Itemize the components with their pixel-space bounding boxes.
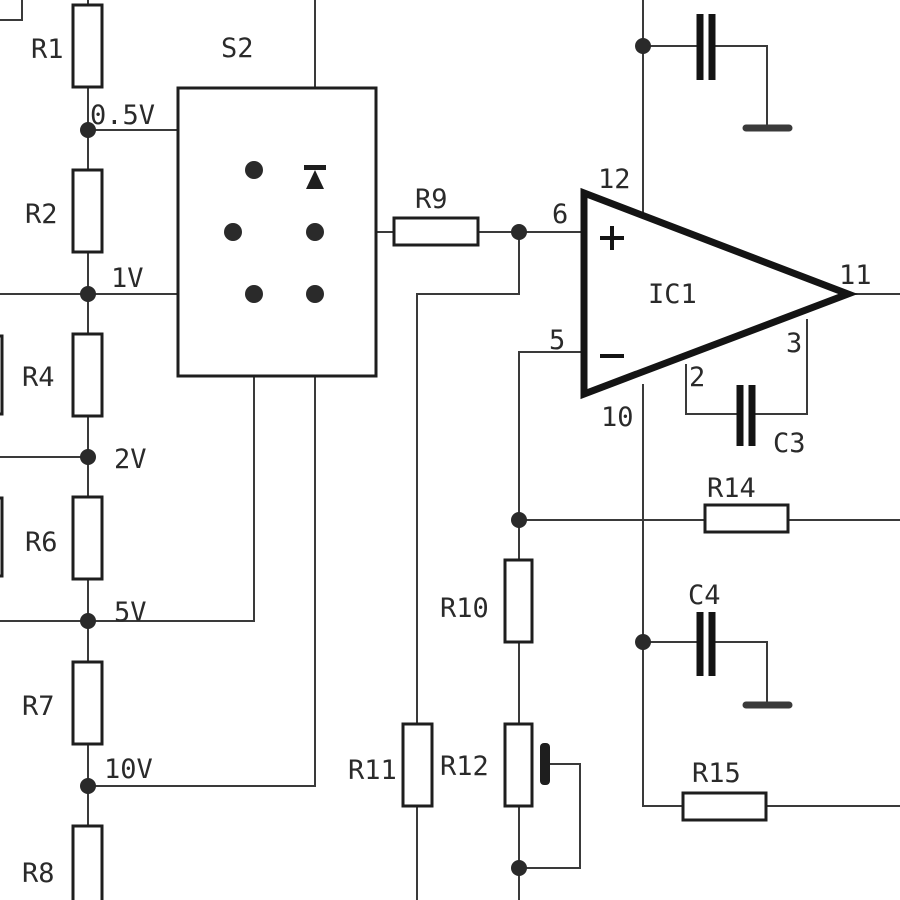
junctions	[80, 38, 651, 876]
resistor-r2	[71, 168, 104, 254]
label-r1: R1	[31, 34, 64, 65]
label-r2: R2	[25, 199, 58, 230]
resistor-r10	[503, 558, 534, 644]
voltage-label-10v: 10V	[104, 754, 153, 785]
label-ic1: IC1	[648, 279, 697, 310]
resistor-r6	[71, 495, 104, 581]
resistor-r11	[401, 722, 434, 808]
pin-label-11: 11	[839, 260, 872, 291]
pin-label-6: 6	[552, 199, 568, 230]
switch-s2-body	[176, 86, 378, 378]
resistor-r8	[71, 824, 104, 900]
label-r12: R12	[440, 751, 489, 782]
resistor-r12	[503, 722, 534, 808]
switch-s2-contacts	[224, 161, 324, 303]
switch-rotor-arrow-icon	[304, 165, 326, 189]
label-r8: R8	[22, 858, 55, 889]
pin-label-10: 10	[601, 402, 634, 433]
capacitor-top	[696, 14, 716, 80]
resistor-r7	[71, 660, 104, 746]
voltage-label-2v: 2V	[114, 444, 147, 475]
capacitor-c3	[736, 385, 756, 446]
label-r10: R10	[440, 593, 489, 624]
resistor-partial-left-1	[0, 334, 4, 416]
noninverting-input-sign	[600, 226, 624, 250]
label-s2: S2	[221, 33, 254, 64]
potentiometer-wiper	[540, 743, 550, 785]
label-c4: C4	[688, 580, 721, 611]
label-r15: R15	[692, 758, 741, 789]
pin-label-3: 3	[786, 328, 802, 359]
label-c3: C3	[773, 428, 806, 459]
voltage-label-1v: 1V	[111, 263, 144, 294]
label-r11: R11	[348, 755, 397, 786]
label-r4: R4	[22, 362, 55, 393]
opamp-ic1	[580, 187, 858, 400]
resistor-r9	[392, 216, 480, 247]
pin-label-2: 2	[689, 362, 705, 393]
resistor-partial-left-2	[0, 496, 4, 578]
resistor-r1	[71, 3, 104, 89]
label-r14: R14	[707, 473, 756, 504]
capacitor-c4	[696, 612, 716, 676]
pin-label-12: 12	[598, 164, 631, 195]
resistor-r14	[703, 503, 790, 534]
resistor-r4	[71, 332, 104, 418]
voltage-label-0-5v: 0.5V	[90, 100, 155, 131]
label-r7: R7	[22, 691, 55, 722]
pin-label-5: 5	[549, 325, 565, 356]
resistor-r15	[681, 791, 768, 822]
label-r6: R6	[25, 527, 58, 558]
voltage-label-5v: 5V	[114, 597, 147, 628]
label-r9: R9	[415, 184, 448, 215]
